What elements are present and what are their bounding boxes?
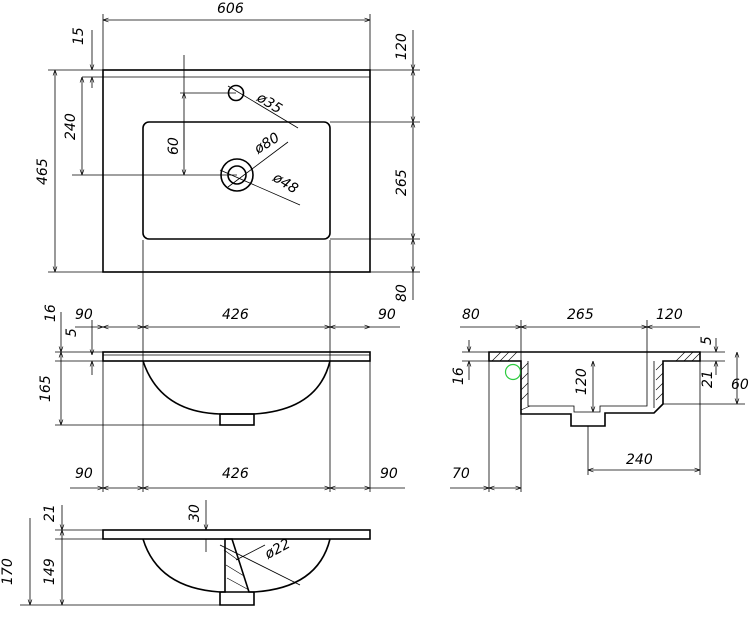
side-dim-120: 120 — [656, 307, 683, 323]
dim-426-bottom: 426 — [222, 466, 249, 482]
dim-60: 60 — [166, 137, 182, 155]
dim-120-top: 120 — [394, 33, 410, 60]
selection-marker — [504, 363, 522, 381]
side-dim-16: 16 — [451, 367, 467, 385]
dim-16: 16 — [43, 304, 59, 322]
side-dim-5: 5 — [699, 336, 715, 345]
dim-hole-35: ø35 — [253, 89, 285, 117]
dim-465: 465 — [35, 158, 51, 185]
dim-240: 240 — [63, 113, 79, 140]
section-dim-149: 149 — [42, 558, 58, 585]
dim-5: 5 — [64, 328, 80, 337]
dim-80-top: 80 — [394, 284, 410, 302]
dim-165: 165 — [38, 375, 54, 402]
dim-90-bottom-left: 90 — [75, 466, 93, 482]
side-dim-60: 60 — [731, 377, 749, 393]
front-view: 90 426 90 16 5 165 90 426 90 — [38, 240, 405, 492]
top-view: 606 15 240 465 60 120 265 80 ø35 ø80 ø48 — [35, 1, 420, 302]
section-dim-170: 170 — [0, 558, 16, 585]
side-dim-70: 70 — [452, 466, 470, 482]
section-dim-30: 30 — [187, 504, 203, 522]
dim-90-left: 90 — [75, 307, 93, 323]
dim-90-bottom-right: 90 — [380, 466, 398, 482]
section-view: 21 30 170 149 ø22 — [0, 500, 371, 606]
section-view-top-slab — [102, 529, 371, 540]
side-dim-240: 240 — [626, 452, 653, 468]
front-view-drain — [219, 413, 255, 426]
dim-265-top: 265 — [394, 169, 410, 196]
section-view-drain — [219, 538, 255, 606]
section-dim-21: 21 — [42, 504, 58, 522]
side-dim-80: 80 — [462, 307, 480, 323]
side-dim-265: 265 — [567, 307, 594, 323]
dim-90-right: 90 — [378, 307, 396, 323]
dim-hole-80: ø80 — [251, 130, 283, 158]
side-dim-120-v: 120 — [574, 368, 590, 395]
dim-426: 426 — [222, 307, 249, 323]
front-view-top-slab — [102, 351, 371, 362]
side-view: 80 265 120 5 16 120 21 60 240 70 — [450, 307, 749, 492]
front-view-bowl — [142, 360, 331, 415]
side-dim-21: 21 — [700, 370, 716, 388]
top-view-bowl — [142, 121, 331, 240]
section-view-bowl — [142, 538, 331, 593]
dim-15: 15 — [71, 27, 87, 45]
top-view-outline — [102, 69, 371, 273]
section-dim-22: ø22 — [261, 536, 293, 563]
dim-606: 606 — [217, 1, 244, 17]
